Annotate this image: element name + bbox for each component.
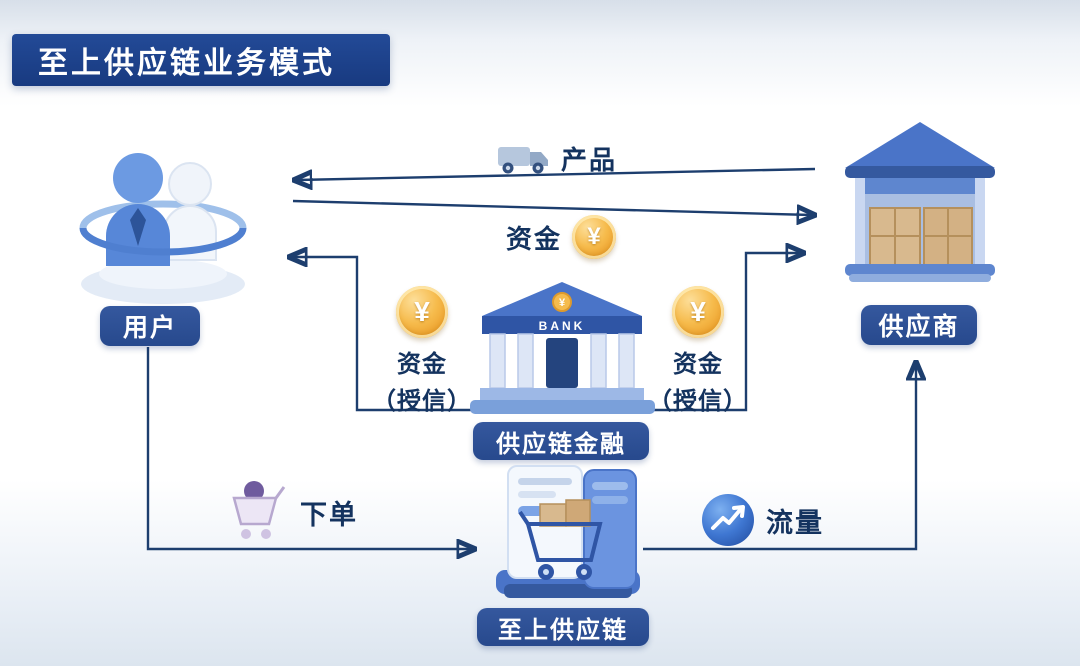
coin-icon: ¥ (572, 215, 617, 259)
arrow-credit-supplier (641, 253, 801, 412)
flow-funds: 资金 ¥ (506, 215, 617, 259)
truck-icon (498, 147, 548, 174)
page-title: 至上供应链业务模式 (38, 47, 335, 80)
flow-product: 产品 (497, 139, 617, 177)
flow-traffic: 流量 (700, 492, 824, 548)
arrow-order (146, 347, 472, 549)
bank-sign-text: BANK (539, 319, 586, 333)
flow-product-label: 产品 (561, 144, 618, 175)
flow-credit-supplier-line1: 资金 (673, 351, 723, 378)
flow-order-label: 下单 (300, 499, 358, 530)
coin-symbol: ¥ (414, 296, 430, 327)
coin-icon: ¥ (396, 286, 448, 338)
warehouse-icon (845, 122, 995, 282)
flow-credit-user-line1: 资金 (397, 351, 447, 378)
user-group-icon (79, 153, 247, 304)
coin-symbol: ¥ (587, 223, 601, 250)
coin-symbol: ¥ (690, 296, 706, 327)
arrow-funds (292, 199, 812, 215)
bank-coin-symbol: ¥ (559, 297, 566, 309)
finance-label: 供应链金融 (473, 422, 649, 460)
flow-order: 下单 (224, 478, 358, 546)
platform-label: 至上供应链 (477, 608, 649, 646)
arrow-traffic (643, 365, 916, 551)
title-banner: 至上供应链业务模式 (12, 34, 390, 86)
user-label: 用户 (100, 306, 200, 346)
supplier-label: 供应商 (861, 305, 977, 345)
flow-credit-supplier: ¥ 资金 （授信） (646, 286, 750, 416)
flow-credit-user-line2: （授信） (372, 388, 472, 415)
traffic-chart-icon (702, 494, 754, 546)
arrow-credit-user (292, 257, 489, 412)
bank-icon: ¥ BANK (470, 282, 655, 414)
coin-icon: ¥ (672, 286, 724, 338)
flow-credit-supplier-line2: （授信） (648, 388, 748, 415)
arrow-product (297, 167, 816, 180)
flow-funds-label: 资金 (506, 223, 563, 254)
flow-traffic-label: 流量 (766, 507, 824, 538)
flow-credit-user: ¥ 资金 （授信） (370, 286, 474, 416)
platform-phone-cart-icon (496, 465, 640, 598)
cart-icon (232, 481, 286, 539)
